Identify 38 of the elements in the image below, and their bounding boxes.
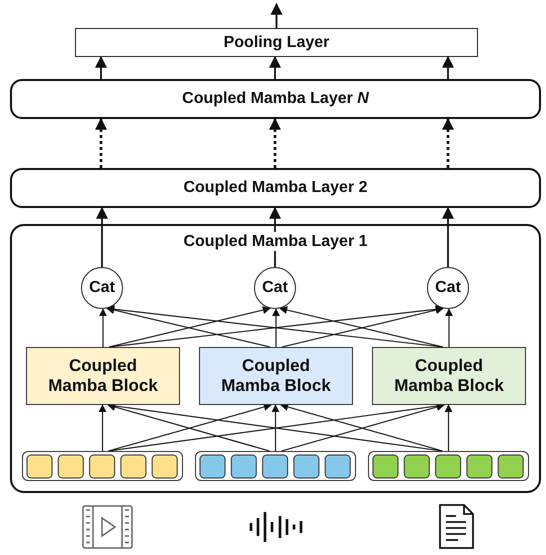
arrow (445, 308, 453, 347)
arrow (96, 206, 108, 267)
node-label: Coupled Mamba Layer 2 (183, 178, 368, 198)
arrow (269, 56, 281, 79)
layer-container (10, 224, 541, 493)
arrow (95, 118, 107, 168)
concat-circle (427, 267, 469, 309)
arrow (95, 56, 107, 79)
node-label: Coupled Mamba Block (47, 356, 159, 396)
node-label: Cat (435, 278, 461, 298)
node-label: Coupled Mamba Layer N (182, 89, 369, 109)
node-label: Coupled Mamba Block (393, 356, 505, 396)
node-label: Cat (89, 278, 115, 298)
arrow (272, 308, 280, 347)
arrow (269, 118, 281, 168)
token-sequence (195, 451, 356, 481)
arrow (444, 404, 452, 451)
block-box (26, 347, 180, 405)
node-label: Pooling Layer (224, 32, 330, 52)
concat-circle (81, 267, 123, 309)
node-label: Cat (262, 278, 288, 298)
arrow (442, 206, 454, 267)
concat-circle (254, 267, 296, 309)
token-sequence (22, 451, 183, 481)
token-sequence (368, 451, 529, 481)
arrow (442, 56, 454, 79)
block-box (199, 347, 353, 405)
layer-box (10, 168, 541, 208)
layer-box (75, 28, 478, 57)
arrow (269, 206, 281, 267)
node-label: Coupled Mamba Block (220, 356, 332, 396)
layer-box (10, 79, 541, 119)
arrow (99, 308, 107, 347)
arrow (272, 404, 280, 451)
arrow (270, 2, 282, 28)
block-box (372, 347, 526, 405)
arrow (98, 404, 106, 451)
arrow (442, 118, 454, 168)
